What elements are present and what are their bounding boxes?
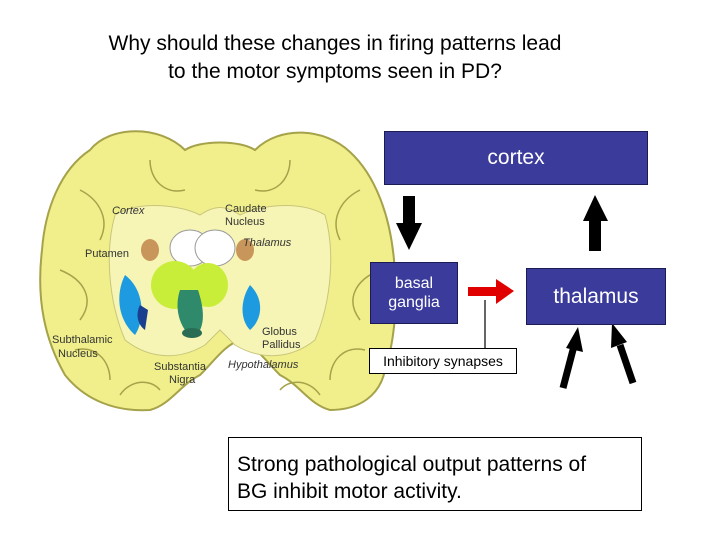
label-globus-2: Pallidus bbox=[262, 339, 301, 351]
substantia-nigra bbox=[177, 290, 203, 330]
basal-ganglia-label-2: ganglia bbox=[388, 294, 440, 311]
arrow-thalamus-to-cortex bbox=[583, 195, 608, 251]
caudate-right bbox=[236, 239, 254, 261]
label-hypothalamus: Hypothalamus bbox=[228, 359, 299, 371]
brain-labels: Cortex Caudate Nucleus Thalamus Putamen … bbox=[52, 203, 301, 386]
basal-ganglia-box: basal ganglia bbox=[370, 262, 458, 324]
label-caudate-1: Caudate bbox=[225, 203, 267, 215]
putamen-left bbox=[119, 275, 142, 335]
label-globus-1: Globus bbox=[262, 326, 297, 338]
conclusion-line-2: BG inhibit motor activity. bbox=[237, 480, 462, 503]
label-substantia-1: Substantia bbox=[154, 361, 207, 373]
arrow-bg-to-thalamus bbox=[468, 279, 514, 304]
globus-pallidus-left bbox=[137, 305, 148, 330]
brain-gyri bbox=[59, 159, 381, 396]
conclusion-line-1: Strong pathological output patterns of bbox=[237, 453, 587, 476]
brain-illustration bbox=[39, 130, 397, 412]
label-putamen: Putamen bbox=[85, 248, 129, 260]
label-subthalamic-2: Nucleus bbox=[58, 348, 98, 360]
thalamus-box: thalamus bbox=[526, 268, 666, 325]
label-cortex: Cortex bbox=[112, 205, 145, 217]
label-subthalamic-1: Subthalamic bbox=[52, 334, 113, 346]
label-caudate-2: Nucleus bbox=[225, 216, 265, 228]
slide-title: Why should these changes in firing patte… bbox=[40, 30, 630, 86]
inhibitory-synapses-label: Inhibitory synapses bbox=[369, 348, 517, 374]
label-thalamus: Thalamus bbox=[243, 237, 292, 249]
basal-ganglia-label-1: basal bbox=[394, 275, 434, 292]
ventricle-right bbox=[194, 229, 236, 267]
putamen-right bbox=[242, 285, 261, 330]
conclusion-box: Strong pathological output patterns of B… bbox=[228, 437, 642, 511]
subthalamic-nucleus bbox=[182, 328, 202, 338]
thalamus-label: thalamus bbox=[553, 284, 639, 308]
arrow-input-right bbox=[611, 323, 637, 385]
title-line-2: to the motor symptoms seen in PD? bbox=[168, 60, 502, 83]
title-line-1: Why should these changes in firing patte… bbox=[108, 32, 562, 55]
label-substantia-2: Nigra bbox=[169, 374, 196, 386]
caudate-left bbox=[141, 239, 159, 261]
arrow-cortex-to-bg bbox=[396, 196, 422, 250]
cortex-label: cortex bbox=[487, 146, 545, 169]
cortex-box: cortex bbox=[384, 131, 648, 185]
arrow-input-left bbox=[559, 327, 583, 389]
